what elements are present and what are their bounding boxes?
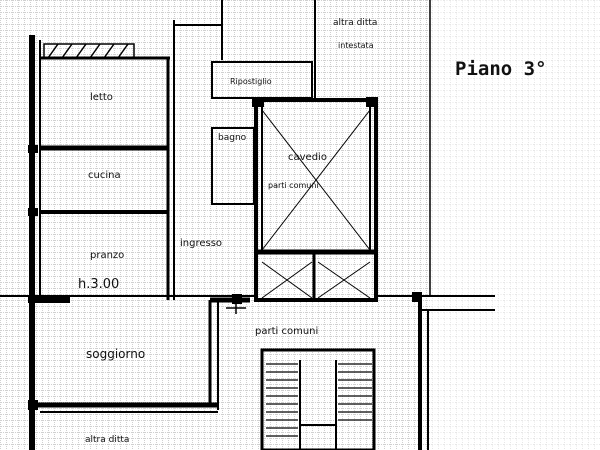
stair-treads	[266, 363, 372, 437]
room-label-letto: letto	[90, 92, 113, 103]
label-altra-proprieta-basso: altra ditta	[85, 435, 129, 445]
room-label-bagno: bagno	[218, 133, 247, 143]
room-label-ingresso: ingresso	[180, 238, 222, 249]
plan-title: Piano 3°	[455, 58, 547, 80]
room-label-parti-comuni-basso: parti comuni	[255, 326, 318, 337]
grid-right-fill	[430, 0, 600, 450]
room-label-parti-comuni-alto: parti comuni	[268, 181, 319, 190]
window-hatch	[43, 43, 135, 59]
room-label-cucina: cucina	[88, 170, 121, 181]
pillars	[28, 97, 422, 410]
height-label: h.3.00	[78, 277, 119, 292]
room-label-pranzo: pranzo	[90, 250, 124, 261]
room-label-soggiorno: soggiorno	[86, 347, 145, 361]
room-label-cavedio: cavedio	[288, 152, 327, 163]
label-altra-proprieta-sub: intestata	[338, 41, 374, 50]
label-altra-proprieta-alto: altra ditta	[333, 18, 377, 28]
door-marker	[226, 300, 246, 314]
room-label-ripostiglio: Ripostiglio	[230, 77, 272, 86]
